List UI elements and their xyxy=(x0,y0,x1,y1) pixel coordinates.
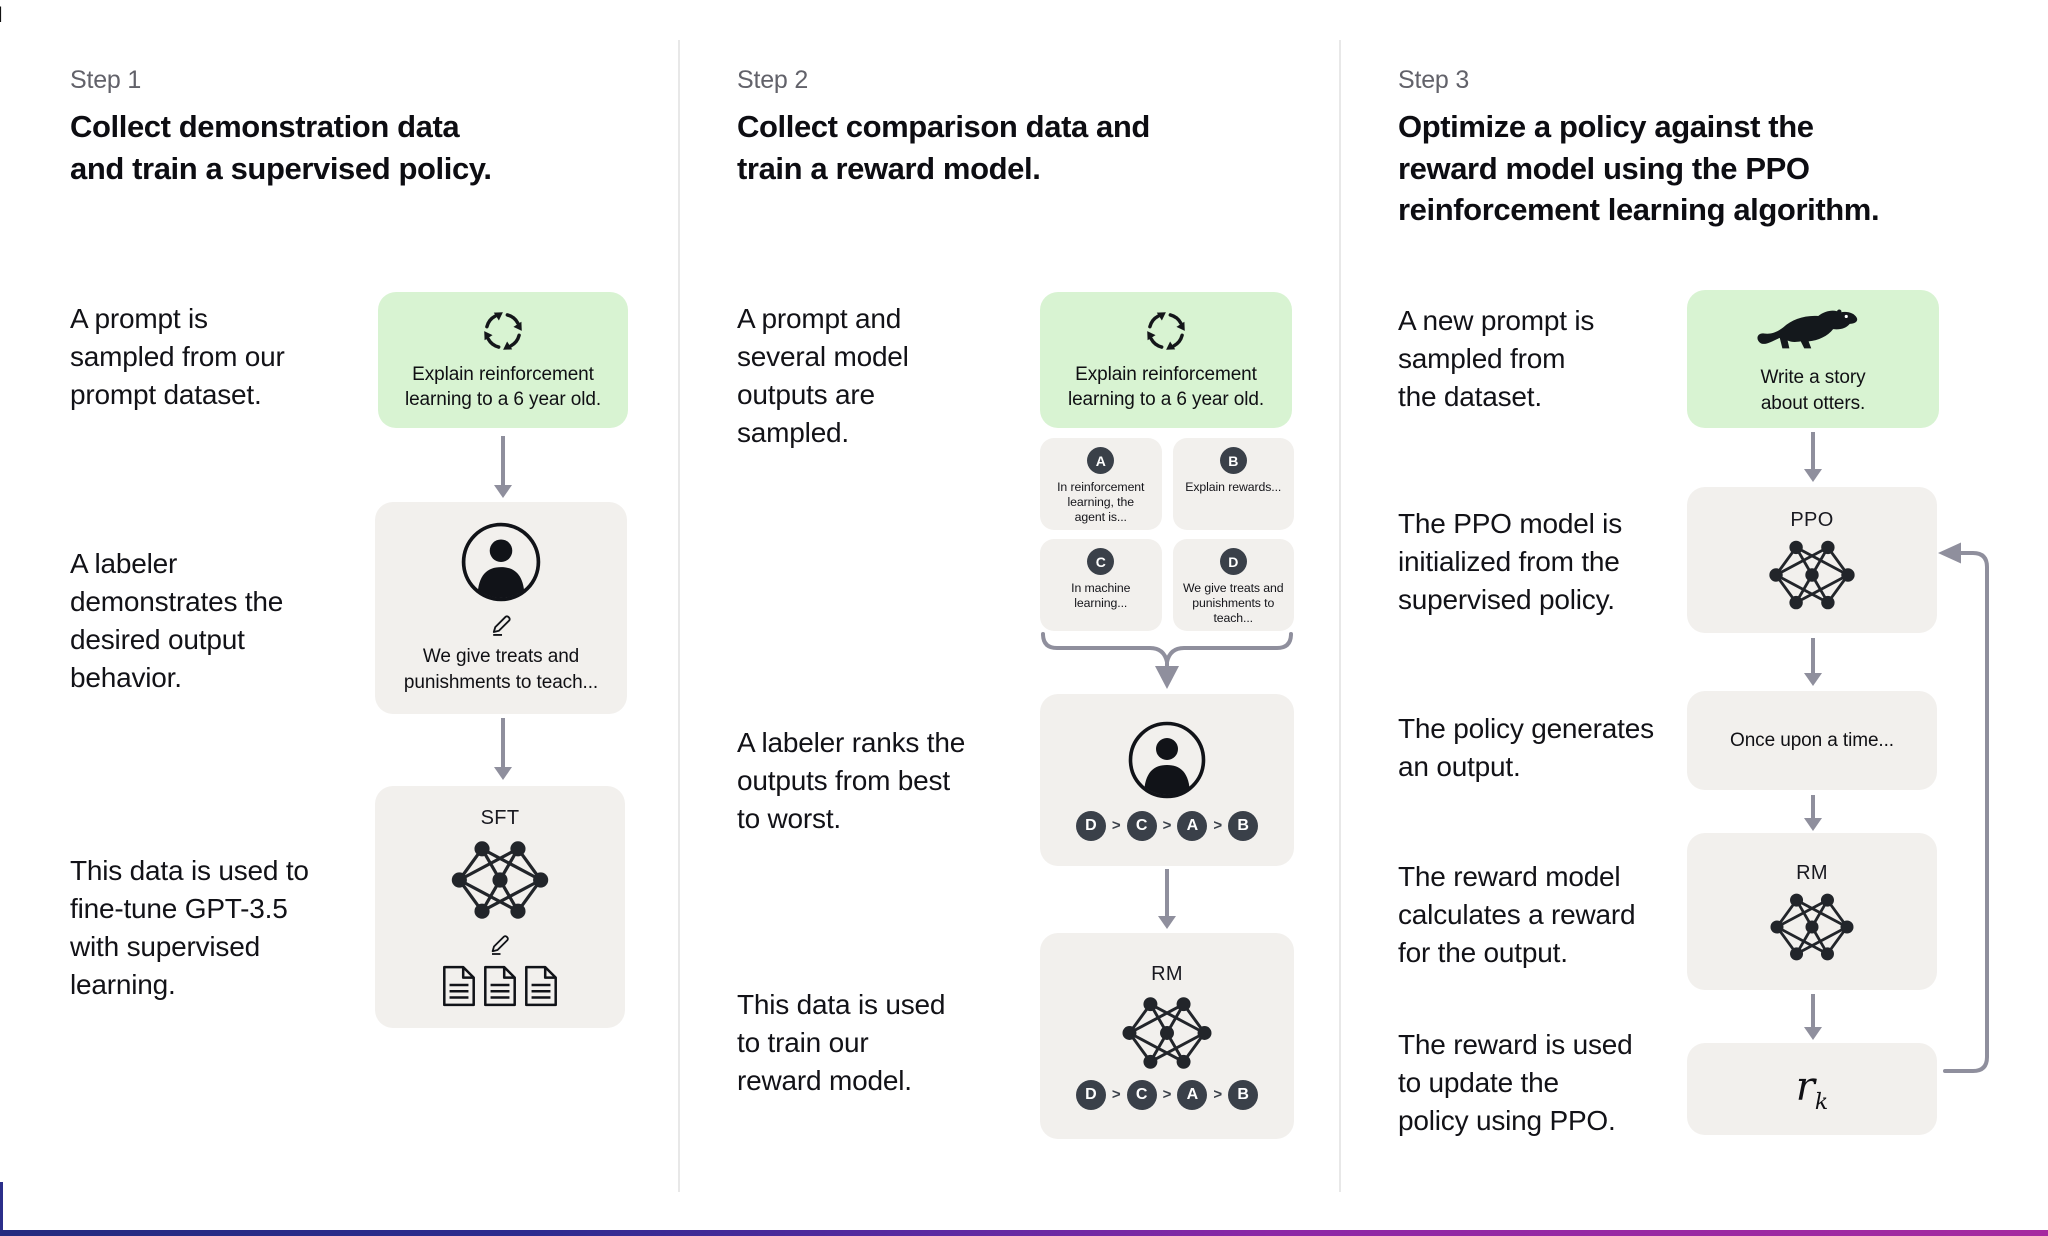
output-option-d: D We give treats and punishments to teac… xyxy=(1172,539,1294,631)
step3-rm-box: RM xyxy=(1687,833,1937,990)
step2-caption-rm: This data is used to train our reward mo… xyxy=(737,989,946,1097)
ranking-row: D > C > A > B xyxy=(1075,810,1259,841)
step1-caption-sft: This data is used to fine-tune GPT-3.5 w… xyxy=(70,855,309,1001)
step3-ppo-box: PPO xyxy=(1687,487,1937,633)
arrow-down-icon xyxy=(1803,638,1823,686)
person-icon xyxy=(460,521,542,603)
step2-title: Collect comparison data and train a rewa… xyxy=(737,109,1150,186)
option-text: In machine learning... xyxy=(1071,581,1131,610)
step2-prompt-box: Explain reinforcement learning to a 6 ye… xyxy=(1040,292,1292,428)
rank-badge: C xyxy=(1126,1079,1157,1110)
rm-model-label: RM xyxy=(1796,861,1828,884)
arrow-down-icon xyxy=(1157,869,1177,929)
rank-badge: D xyxy=(1075,1079,1106,1110)
rank-badge: C xyxy=(1126,810,1157,841)
cycle-arrows-icon xyxy=(1143,308,1189,354)
arrow-down-icon xyxy=(1803,795,1823,831)
arrow-down-icon xyxy=(1803,994,1823,1040)
step3-reward-box: rk xyxy=(1687,1043,1937,1135)
ppo-model-label: PPO xyxy=(1790,509,1834,531)
documents-icon xyxy=(442,965,558,1007)
greater-than-icon: > xyxy=(1111,817,1121,834)
step3-output-text: Once upon a time... xyxy=(1730,729,1894,751)
step1-title: Collect demonstration data and train a s… xyxy=(70,109,492,186)
merge-bracket-arrow-icon xyxy=(1040,632,1294,692)
feedback-loop-arrow-icon xyxy=(1935,535,2015,1095)
step3-caption-output: The policy generates an output. xyxy=(1398,713,1654,783)
option-letter-badge: C xyxy=(1087,548,1115,575)
step3-caption-update: The reward is used to update the policy … xyxy=(1398,1029,1633,1137)
neural-network-icon xyxy=(1119,995,1215,1071)
bottom-gradient-bar xyxy=(0,1230,2048,1236)
person-icon xyxy=(1127,720,1207,800)
step3-title: Optimize a policy against the reward mod… xyxy=(1398,109,1880,228)
step1-labeler-box: We give treats and punishments to teach.… xyxy=(375,502,627,714)
option-letter-badge: B xyxy=(1219,447,1247,474)
arrow-down-icon xyxy=(1803,432,1823,482)
step2-caption-prompt: A prompt and several model outputs are s… xyxy=(737,303,909,449)
option-text: Explain rewards... xyxy=(1185,480,1282,494)
step3-caption-ppo: The PPO model is initialized from the su… xyxy=(1398,508,1622,616)
step2-prompt-text: Explain reinforcement learning to a 6 ye… xyxy=(1067,363,1265,410)
greater-than-icon: > xyxy=(1162,817,1172,834)
step2-labeler-box: D > C > A > B xyxy=(1040,694,1294,866)
column-divider xyxy=(678,40,680,1192)
arrow-down-icon xyxy=(493,436,513,498)
rank-badge: B xyxy=(1228,1079,1259,1110)
option-text: In reinforcement learning, the agent is.… xyxy=(1057,480,1145,524)
rank-badge: D xyxy=(1075,810,1106,841)
edge-text-fragment: N xyxy=(0,2,3,28)
step2-rm-box: RM D > C > A xyxy=(1040,933,1294,1139)
otter-icon xyxy=(1755,302,1871,358)
option-letter-badge: A xyxy=(1087,447,1115,474)
reward-value: rk xyxy=(1795,1063,1829,1115)
output-option-b: B Explain rewards... xyxy=(1172,438,1294,530)
greater-than-icon: > xyxy=(1213,1086,1223,1103)
sft-model-label: SFT xyxy=(480,807,520,829)
step1-label: Step 1 xyxy=(70,66,142,94)
rm-model-label: RM xyxy=(1151,962,1183,985)
greater-than-icon: > xyxy=(1111,1086,1121,1103)
step1-sft-box: SFT xyxy=(375,786,625,1028)
step2-label: Step 2 xyxy=(737,66,809,94)
step2-caption-rank: A labeler ranks the outputs from best to… xyxy=(737,727,966,835)
rank-badge: B xyxy=(1228,810,1259,841)
step3-label: Step 3 xyxy=(1398,66,1470,94)
cycle-arrows-icon xyxy=(480,308,526,354)
step3-output-box: Once upon a time... xyxy=(1687,691,1937,790)
step1-caption-prompt: A prompt is sampled from our prompt data… xyxy=(70,303,285,411)
rank-badge: A xyxy=(1177,1079,1208,1110)
step3-caption-prompt: A new prompt is sampled from the dataset… xyxy=(1398,305,1595,413)
arrow-down-icon xyxy=(493,718,513,780)
pencil-icon xyxy=(488,610,515,637)
step1-caption-labeler: A labeler demonstrates the desired outpu… xyxy=(70,548,284,694)
neural-network-icon xyxy=(1767,892,1857,962)
option-text: We give treats and punishments to teach.… xyxy=(1182,581,1284,625)
rank-badge: A xyxy=(1177,810,1208,841)
column-divider xyxy=(1339,40,1341,1192)
step2-outputs-grid: A In reinforcement learning, the agent i… xyxy=(1040,438,1294,631)
output-option-a: A In reinforcement learning, the agent i… xyxy=(1040,438,1162,530)
output-option-c: C In machine learning... xyxy=(1040,539,1162,631)
step1-labeler-text: We give treats and punishments to teach.… xyxy=(403,646,599,693)
step1-prompt-box: Explain reinforcement learning to a 6 ye… xyxy=(378,292,628,428)
greater-than-icon: > xyxy=(1213,817,1223,834)
option-letter-badge: D xyxy=(1219,548,1247,575)
neural-network-icon xyxy=(1766,539,1858,611)
greater-than-icon: > xyxy=(1162,1086,1172,1103)
step1-prompt-text: Explain reinforcement learning to a 6 ye… xyxy=(404,363,602,410)
pencil-icon xyxy=(487,930,513,956)
ranking-row: D > C > A > B xyxy=(1075,1079,1259,1110)
step3-prompt-box: Write a story about otters. xyxy=(1687,290,1939,428)
step3-prompt-text: Write a story about otters. xyxy=(1760,367,1866,414)
left-edge-accent-line xyxy=(0,1182,3,1232)
step3-caption-reward: The reward model calculates a reward for… xyxy=(1398,861,1636,969)
neural-network-icon xyxy=(448,839,552,921)
